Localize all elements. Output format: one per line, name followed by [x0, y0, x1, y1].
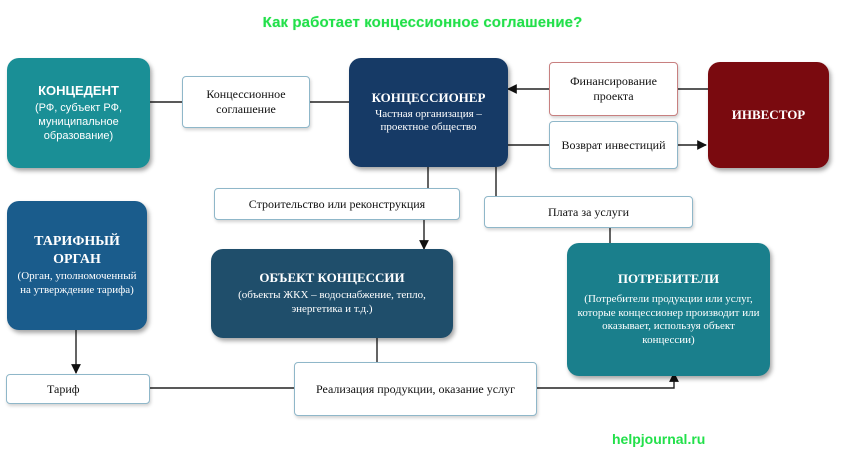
- object-heading: ОБЪЕКТ КОНЦЕССИИ: [259, 270, 405, 286]
- object-desc: (объекты ЖКХ – водоснабжение, тепло, эне…: [238, 289, 426, 315]
- concedent-desc: (РФ, субъект РФ, муниципальное образован…: [34, 102, 123, 142]
- concedent-box: КОНЦЕДЕНТ (РФ, субъект РФ, муниципальное…: [7, 58, 150, 168]
- arrow-sale-to-consumers: [537, 372, 679, 389]
- return-box: Возврат инвестиций: [549, 121, 678, 169]
- object-box: ОБЪЕКТ КОНЦЕССИИ (объекты ЖКХ – водоснаб…: [211, 249, 453, 338]
- concessioner-heading: КОНЦЕССИОНЕР: [371, 89, 486, 105]
- tariff-body-desc: (Орган, уполномоченный на утверждение та…: [17, 270, 137, 296]
- financing-label: Финансирование проекта: [570, 74, 657, 103]
- tariff-body-box: ТАРИФНЫЙ ОРГАН (Орган, уполномоченный на…: [7, 201, 147, 330]
- investor-box: ИНВЕСТОР: [708, 62, 829, 168]
- tariff-box: Тариф: [6, 374, 150, 404]
- agreement-box: Концессионное соглашение: [182, 76, 310, 128]
- consumers-box: ПОТРЕБИТЕЛИ (Потребители продукции или у…: [567, 243, 770, 376]
- tariff-label: Тариф: [47, 381, 80, 396]
- diagram-title: Как работает концессионное соглашение?: [262, 14, 583, 31]
- construction-box: Строительство или реконструкция: [214, 188, 460, 220]
- sale-box: Реализация продукции, оказание услуг: [294, 362, 537, 416]
- return-label: Возврат инвестиций: [561, 137, 666, 152]
- financing-box: Финансирование проекта: [549, 62, 678, 116]
- concessioner-box: КОНЦЕССИОНЕР Частная организация – проек…: [349, 58, 508, 167]
- tariff-body-heading: ТАРИФНЫЙ ОРГАН: [34, 234, 120, 267]
- payment-box: Плата за услуги: [484, 196, 693, 228]
- watermark: helpjournal.ru: [612, 431, 706, 447]
- agreement-label: Концессионное соглашение: [206, 87, 286, 116]
- consumers-heading: ПОТРЕБИТЕЛИ: [617, 271, 720, 287]
- payment-label: Плата за услуги: [547, 204, 630, 219]
- construction-label: Строительство или реконструкция: [248, 196, 426, 211]
- sale-label: Реализация продукции, оказание услуг: [316, 381, 515, 396]
- investor-heading: ИНВЕСТОР: [731, 107, 806, 123]
- consumers-desc: (Потребители продукции или услуг, которы…: [577, 292, 760, 347]
- concessioner-desc: Частная организация – проектное общество: [375, 107, 482, 134]
- concedent-heading: КОНЦЕДЕНТ: [38, 82, 119, 98]
